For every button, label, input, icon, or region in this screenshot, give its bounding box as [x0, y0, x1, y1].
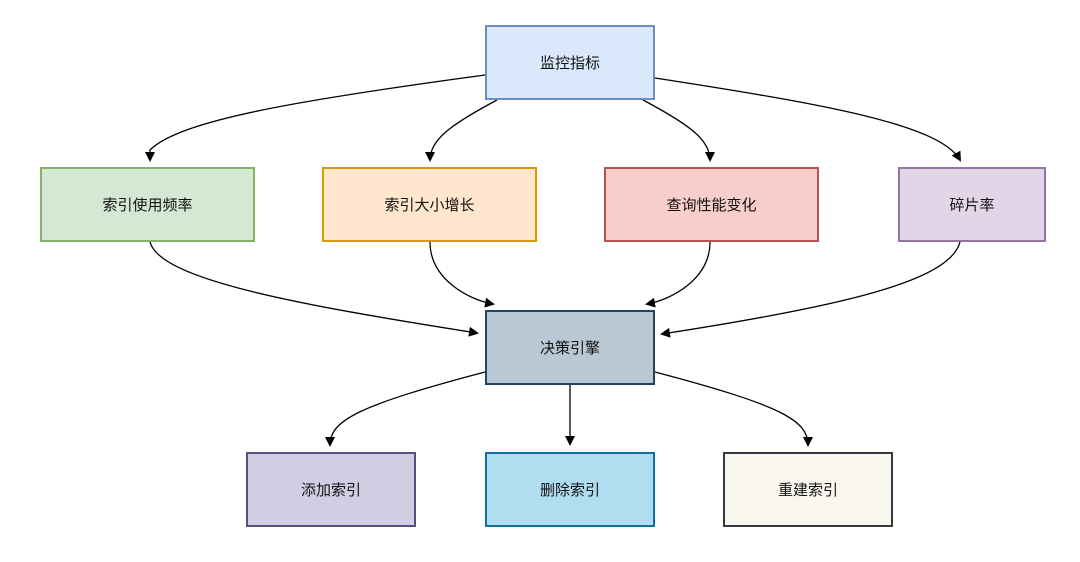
node-label: 碎片率 — [949, 196, 995, 214]
node-delete-index: 删除索引 — [485, 452, 655, 527]
node-label: 索引大小增长 — [384, 196, 475, 214]
edge-engine-to-rebuild — [654, 371, 813, 447]
edge-perf-to-engine — [645, 241, 711, 308]
node-label: 监控指标 — [539, 54, 600, 72]
edge-usage-to-engine — [149, 241, 479, 337]
edge-monitor-to-usage — [145, 74, 486, 162]
edge-frag-to-engine — [660, 241, 961, 338]
node-label: 查询性能变化 — [666, 196, 757, 214]
node-index-usage-frequency: 索引使用频率 — [40, 167, 255, 242]
node-label: 删除索引 — [539, 481, 600, 499]
edge-monitor-to-frag — [654, 77, 961, 162]
edge-engine-to-add — [325, 371, 486, 447]
node-label: 决策引擎 — [539, 339, 600, 357]
node-label: 索引使用频率 — [102, 196, 193, 214]
node-query-performance-change: 查询性能变化 — [604, 167, 819, 242]
node-rebuild-index: 重建索引 — [723, 452, 893, 527]
node-decision-engine: 决策引擎 — [485, 310, 655, 385]
edge-size-to-engine — [429, 241, 495, 308]
edge-monitor-to-size — [425, 99, 498, 162]
edge-monitor-to-perf — [642, 99, 715, 162]
node-label: 添加索引 — [300, 481, 361, 499]
node-index-size-growth: 索引大小增长 — [322, 167, 537, 242]
node-label: 重建索引 — [777, 481, 838, 499]
node-fragmentation-rate: 碎片率 — [898, 167, 1046, 242]
node-add-index: 添加索引 — [246, 452, 416, 527]
node-monitoring-metrics: 监控指标 — [485, 25, 655, 100]
